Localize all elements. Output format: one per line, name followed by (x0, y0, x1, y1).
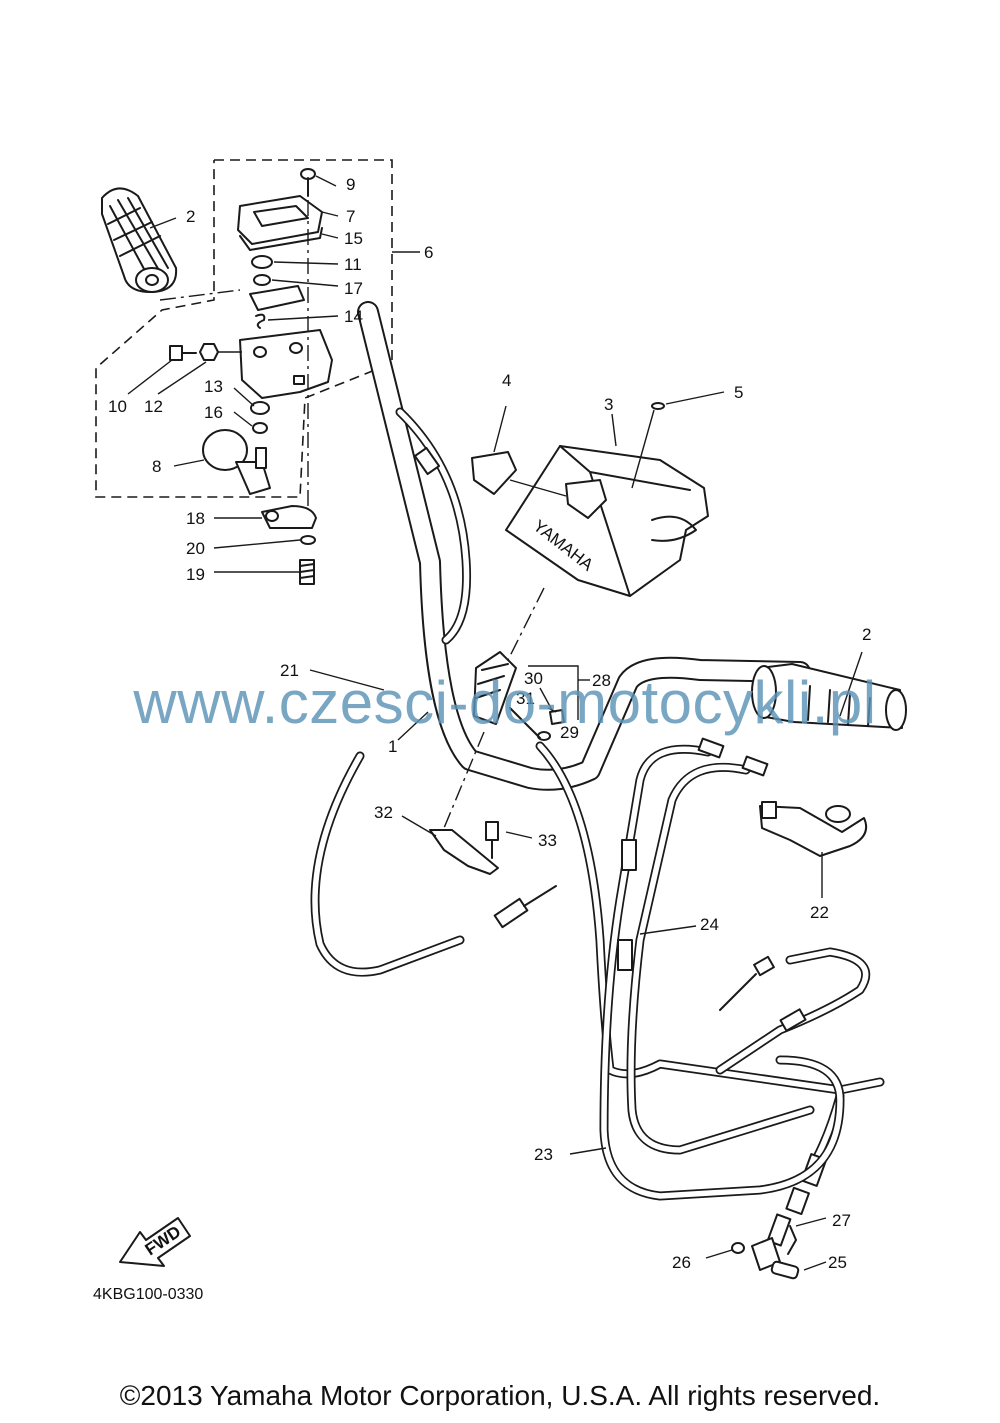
callout-28: 28 (592, 671, 611, 690)
callout-13: 13 (204, 377, 223, 396)
callout-18: 18 (186, 509, 205, 528)
callout-6: 6 (424, 243, 433, 262)
callout-14: 14 (344, 307, 363, 326)
callout-9: 9 (346, 175, 355, 194)
leader-2a (149, 217, 177, 229)
callout-29: 29 (560, 723, 579, 742)
callout-5: 5 (734, 383, 743, 402)
callout-1: 1 (388, 737, 397, 756)
washer-26 (731, 1242, 745, 1254)
callout-27: 27 (832, 1211, 851, 1230)
callout-25: 25 (828, 1253, 847, 1272)
left-grip (101, 187, 178, 293)
callout-24: 24 (700, 915, 719, 934)
callout-16: 16 (204, 403, 223, 422)
callout-labels: 1 2 2 3 4 5 6 7 8 9 10 11 12 13 14 15 16… (108, 175, 871, 1272)
callout-33: 33 (538, 831, 557, 850)
right-grip (751, 663, 907, 731)
forward-arrow-icon: FWD (119, 1217, 191, 1267)
callout-17: 17 (344, 279, 363, 298)
cotter-27 (787, 1225, 797, 1255)
diagram-code: 4KBG100-0330 (93, 1286, 204, 1303)
throttle-housing-stack (169, 168, 333, 520)
callout-3: 3 (604, 395, 613, 414)
callout-31: 31 (516, 689, 535, 708)
brake-cables (599, 737, 871, 1201)
pin-25 (770, 1260, 800, 1280)
callout-2b: 2 (862, 625, 871, 644)
callout-20: 20 (186, 539, 205, 558)
clip-5 (651, 402, 665, 410)
handlebar-cover (505, 445, 709, 597)
callout-32: 32 (374, 803, 393, 822)
axis-grip (159, 289, 241, 301)
callout-15: 15 (344, 229, 363, 248)
handlebar (357, 301, 811, 791)
callout-11: 11 (344, 255, 362, 274)
callout-4: 4 (502, 371, 511, 390)
emblem-4 (471, 451, 517, 495)
callout-30: 30 (524, 669, 543, 688)
callout-8: 8 (152, 457, 161, 476)
callout-10: 10 (108, 397, 127, 416)
assembly-6-boundary (95, 159, 393, 498)
callout-21: 21 (280, 661, 299, 680)
brake-switch (759, 801, 868, 857)
callout-26: 26 (672, 1253, 691, 1272)
callout-19: 19 (186, 565, 205, 584)
callout-2a: 2 (186, 207, 195, 226)
watermark: www.czesci-do-motocykli.pl (133, 669, 877, 736)
choke-lever (473, 651, 565, 741)
leader-2b (839, 651, 863, 717)
cable-bracket (429, 821, 499, 875)
copyright-notice: ©2013 Yamaha Motor Corporation, U.S.A. A… (119, 1380, 881, 1411)
callout-22: 22 (810, 903, 829, 922)
callout-23: 23 (534, 1145, 553, 1164)
handlebar-clamp (261, 505, 317, 585)
throttle-cable (310, 407, 557, 977)
callout-12: 12 (144, 397, 163, 416)
callout-7: 7 (346, 207, 355, 226)
